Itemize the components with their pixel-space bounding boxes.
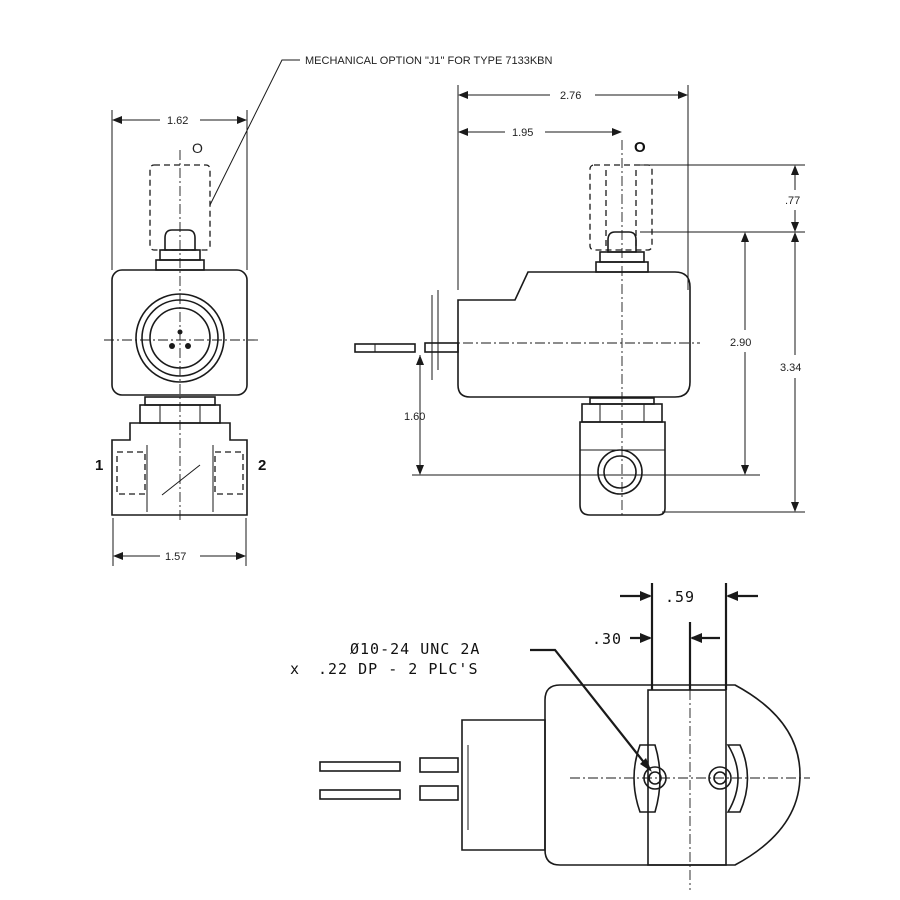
side-coil-body — [457, 271, 691, 398]
front-valve-body — [111, 422, 248, 516]
dim-bottom-59: .59 — [665, 588, 695, 606]
dim-side-lead: 1.60 — [404, 411, 425, 423]
front-view: MECHANICAL OPTION "J1" FOR TYPE 7133KBN … — [95, 55, 552, 566]
front-coil-body — [111, 269, 248, 396]
dim-side-center: 1.95 — [512, 127, 533, 139]
bottom-coil-body — [544, 684, 801, 866]
port-2-label: 2 — [258, 457, 266, 474]
zero-label-left: O — [192, 140, 203, 156]
dim-side-height-334: 3.34 — [780, 362, 801, 374]
dim-side-height-290: 2.90 — [730, 337, 751, 349]
mech-option-label: MECHANICAL OPTION "J1" FOR TYPE 7133KBN — [305, 55, 552, 67]
mech-option-leader — [209, 59, 300, 206]
thread-leader — [530, 648, 651, 771]
thread-spec-line2: .22 DP - 2 PLC'S — [318, 660, 479, 678]
thread-spec-line1: Ø10-24 UNC 2A — [350, 640, 480, 658]
dim-side-overall: 2.76 — [560, 90, 581, 102]
dim-front-width-bottom: 1.57 — [165, 551, 186, 563]
zero-label-right: O — [634, 139, 646, 156]
bottom-view: .59 .30 Ø10-24 UNC 2A x .22 DP - 2 PLC'S — [290, 583, 810, 890]
dim-side-knob: .77 — [785, 195, 800, 207]
side-valve-body — [579, 421, 666, 516]
side-view: 2.76 1.95 O 1.60 — [354, 85, 805, 516]
dim-bottom-30: .30 — [592, 630, 622, 648]
thread-mark: x — [290, 660, 300, 678]
port-1-label: 1 — [95, 457, 103, 474]
dim-front-width-top: 1.62 — [167, 115, 188, 127]
